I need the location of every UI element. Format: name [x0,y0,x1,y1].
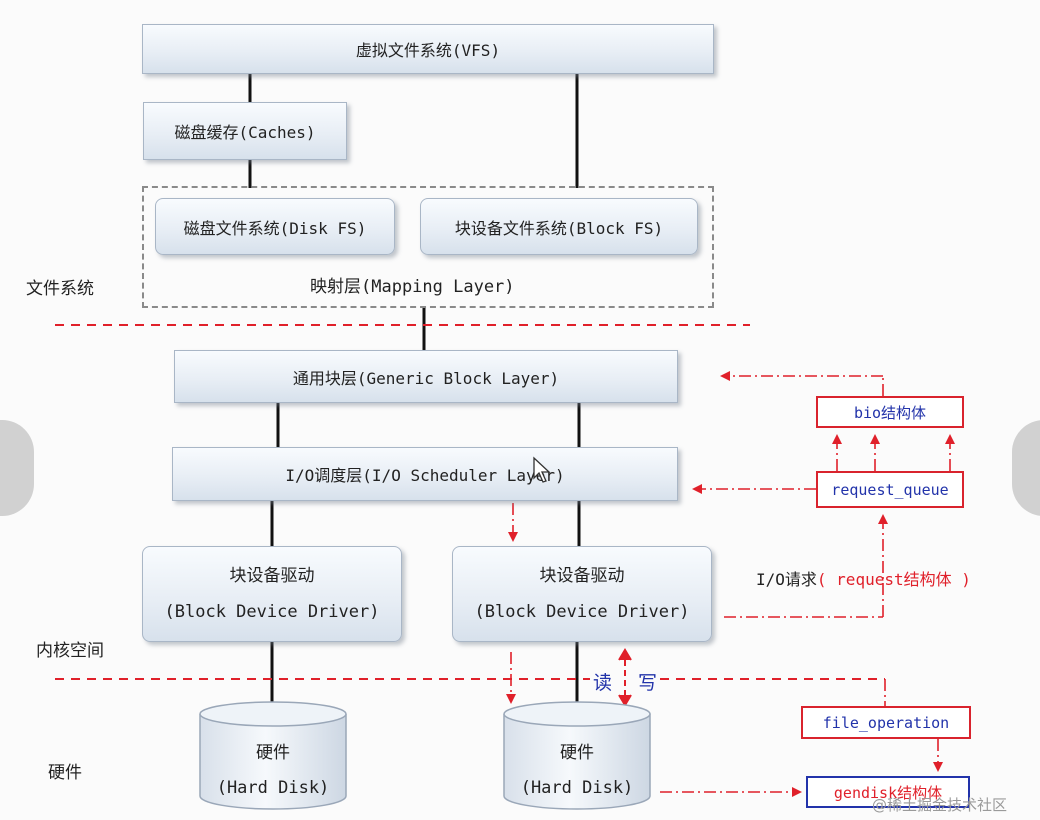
hard-disk-right: 硬件 (Hard Disk) [502,700,652,812]
cylinder-shape [199,701,347,810]
vfs-box: 虚拟文件系统(VFS) [142,24,714,74]
generic-block-layer-box: 通用块层(Generic Block Layer) [174,350,678,403]
mapping-layer-group [142,186,714,308]
block-device-driver-right: 块设备驱动 (Block Device Driver) [452,546,712,642]
gendisk-struct-box: gendisk结构体 [806,776,970,808]
disk-left-title: 硬件 [256,743,290,763]
region-label-fs: 文件系统 [26,279,94,299]
io-request-detail: ( request结构体 ) [816,570,971,589]
disk-right-subtitle: (Hard Disk) [520,778,634,798]
driver-left-subtitle: (Block Device Driver) [164,602,380,622]
watermark-text: @稀土掘金技术社区 [872,796,1008,814]
disk-right-title: 硬件 [560,743,594,763]
region-label-kernel: 内核空间 [36,641,104,661]
file-operation-box: file_operation [801,706,971,739]
read-label: 读 [593,672,613,694]
region-label-hardware: 硬件 [48,763,82,783]
cursor-icon [533,456,551,483]
next-page-button[interactable] [1012,420,1040,516]
previous-page-button[interactable] [0,420,34,516]
driver-right-title: 块设备驱动 [539,566,625,586]
io-scheduler-layer-box: I/O调度层(I/O Scheduler Layer) [172,447,678,501]
cylinder-shape [503,701,651,810]
request-queue-box: request_queue [816,471,964,508]
io-request-label: I/O请求( request结构体 ) [756,566,971,590]
caches-box: 磁盘缓存(Caches) [143,102,347,160]
read-write-arrow [618,648,632,707]
bio-struct-box: bio结构体 [816,396,964,428]
hard-disk-left: 硬件 (Hard Disk) [198,700,348,812]
io-request-prefix: I/O请求 [756,570,817,589]
block-device-driver-left: 块设备驱动 (Block Device Driver) [142,546,402,642]
driver-left-title: 块设备驱动 [229,566,315,586]
gendisk-label: gendisk结构体 [833,783,943,802]
mapping-layer-label: 映射层(Mapping Layer) [310,277,515,297]
write-label: 写 [638,672,658,694]
driver-right-subtitle: (Block Device Driver) [474,602,690,622]
disk-fs-box: 磁盘文件系统(Disk FS) [155,198,395,255]
disk-left-subtitle: (Hard Disk) [216,778,330,798]
block-fs-box: 块设备文件系统(Block FS) [420,198,698,255]
